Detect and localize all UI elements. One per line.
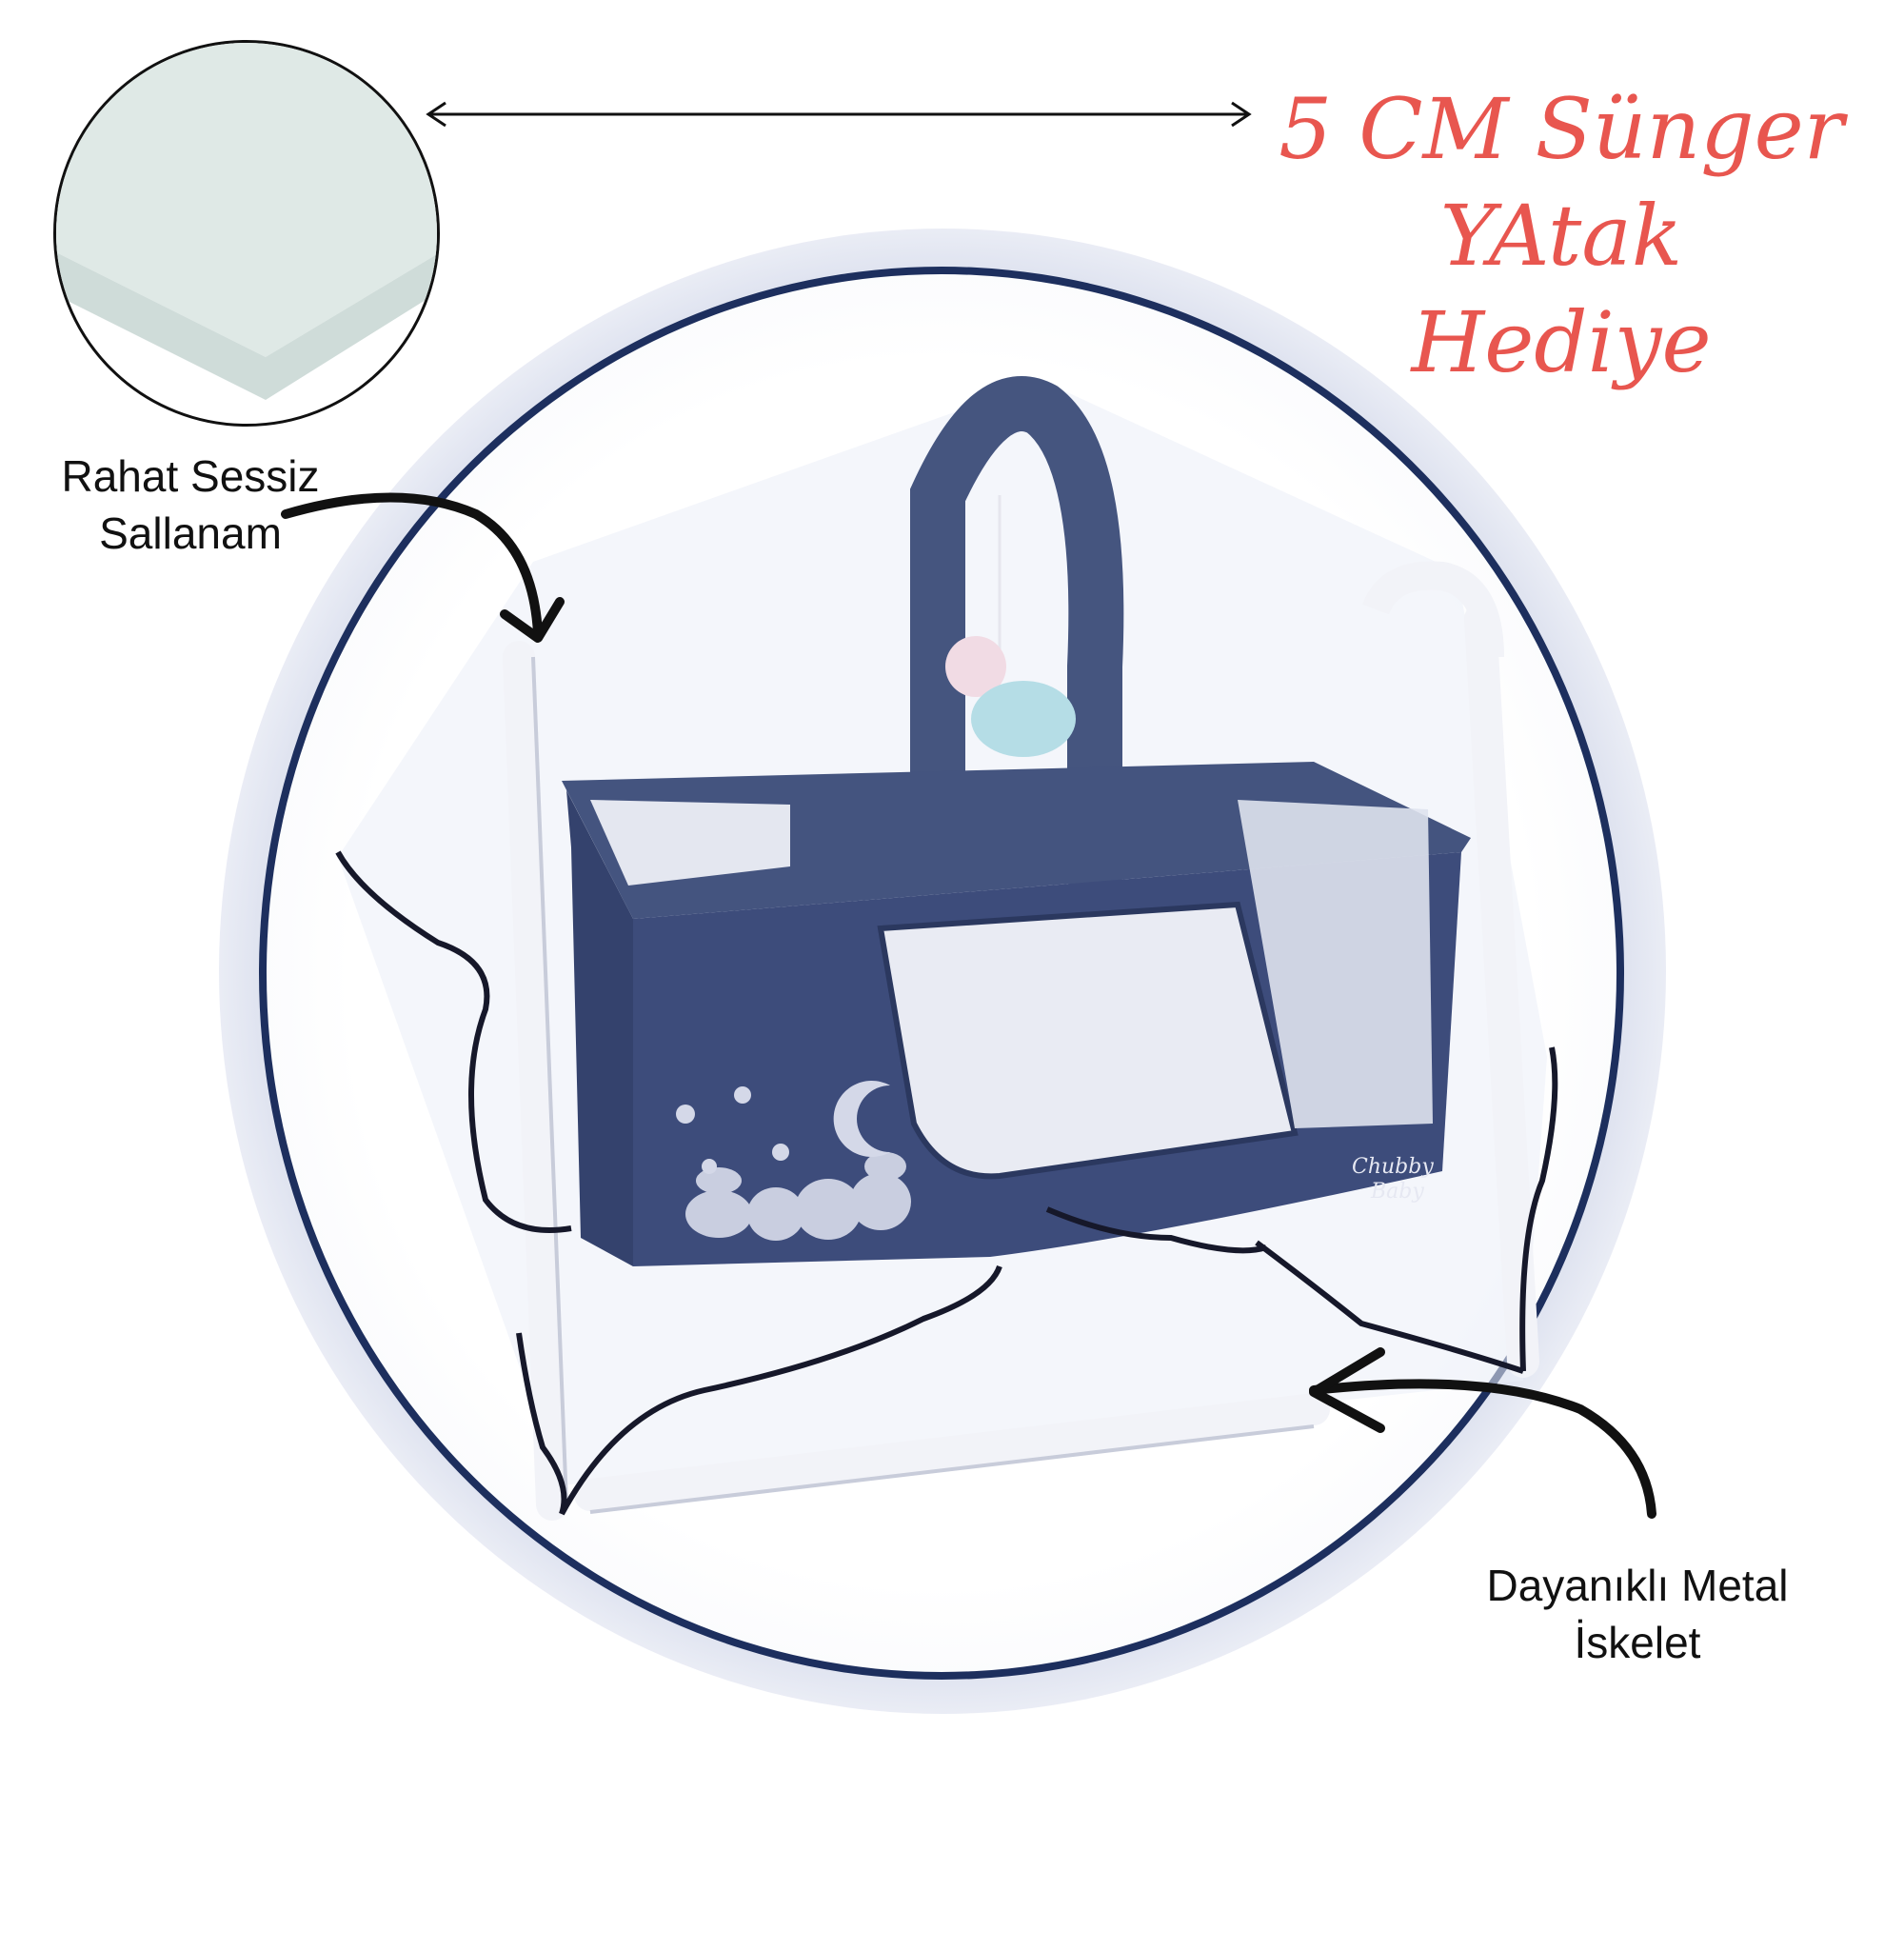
mesh-window-back: [590, 800, 790, 886]
mesh-window: [877, 901, 1299, 1180]
mattress-gift-line-3: Hediye: [1411, 293, 1712, 391]
swing-arrow: [281, 492, 543, 638]
brand-line-1: Chubby: [1352, 1155, 1434, 1179]
frame-line-1: Dayanıklı Metal: [1486, 1561, 1789, 1610]
toy-arch: [910, 376, 1124, 904]
frame-arrow: [1309, 1379, 1656, 1519]
swing-line-1: Rahat Sessiz: [61, 451, 320, 501]
right-arch-frame: [1361, 561, 1504, 658]
hanging-toy-star: [945, 636, 1006, 697]
bassinet-side: [566, 790, 633, 1266]
metal-frame: [503, 603, 1539, 1521]
metal-frame-shadow: [531, 656, 1315, 1514]
cloud-print: [685, 1152, 911, 1241]
net-elastic-edge: [335, 850, 1558, 1516]
mesh-window-right: [1238, 800, 1433, 1128]
frame-line-2: İskelet: [1574, 1618, 1701, 1667]
moon-print: [833, 1081, 890, 1157]
hanging-toy-whale: [971, 681, 1076, 757]
mattress-inset: [53, 40, 440, 427]
mattress-gift-label: 5 CM Sünger YAtak Hediye: [1257, 76, 1866, 396]
swing-label: Rahat Sessiz Sallanam: [19, 448, 362, 562]
mattress-gift-line-1: 5 CM Sünger: [1279, 80, 1844, 178]
brand-line-2: Baby: [1370, 1180, 1424, 1204]
star-print: [676, 1086, 789, 1174]
swing-line-2: Sallanam: [99, 508, 282, 558]
mattress-icon: [56, 43, 437, 400]
frame-label: Dayanıklı Metal İskelet: [1418, 1557, 1856, 1671]
mattress-gift-line-2: YAtak: [1439, 187, 1683, 285]
